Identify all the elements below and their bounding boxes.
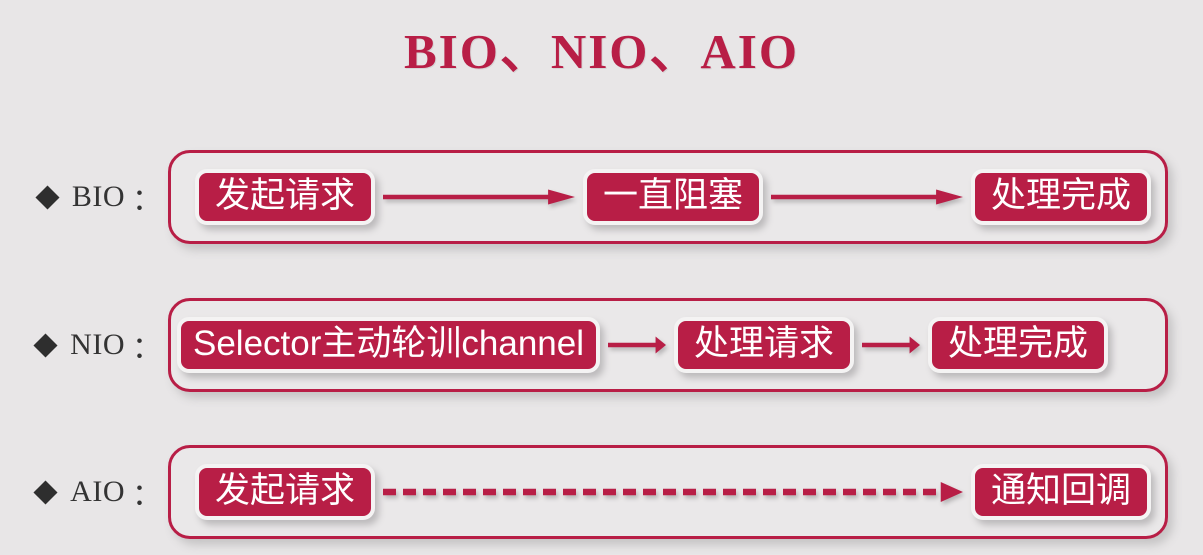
diamond-bullet-icon: [35, 184, 60, 210]
flow-node[interactable]: 处理请求: [674, 316, 855, 374]
row-label-text: AIO: [70, 475, 125, 508]
arrow-solid-icon: [383, 186, 575, 208]
row-label-text: NIO: [70, 328, 125, 361]
row-label-bio: BIO ：: [0, 175, 168, 219]
arrow-solid-icon: [862, 334, 921, 356]
diamond-bullet-icon: [33, 332, 58, 358]
flow-node[interactable]: 处理完成: [971, 168, 1152, 226]
arrow-solid-icon: [771, 186, 963, 208]
flow-node[interactable]: 处理完成: [928, 316, 1109, 374]
arrow-solid-icon: [608, 334, 666, 356]
flow-node[interactable]: 一直阻塞: [583, 168, 764, 226]
flow-row-aio: AIO ： 发起请求 通知回调: [0, 445, 1203, 539]
row-label-colon: ：: [132, 184, 162, 217]
flow-row-nio: NIO ： Selector主动轮训channel 处理请求 处理完成: [0, 298, 1203, 392]
row-label-nio: NIO ：: [0, 323, 168, 367]
flow-container-bio: 发起请求 一直阻塞 处理完成: [168, 150, 1168, 244]
row-label-text: BIO: [71, 180, 125, 213]
flow-container-nio: Selector主动轮训channel 处理请求 处理完成: [168, 298, 1168, 392]
flow-node[interactable]: Selector主动轮训channel: [177, 316, 600, 374]
arrow-dashed-icon: [383, 481, 963, 503]
flow-node[interactable]: 通知回调: [970, 463, 1151, 521]
flow-node[interactable]: 发起请求: [195, 168, 376, 226]
row-label-aio: AIO ：: [0, 470, 168, 514]
flow-container-aio: 发起请求 通知回调: [168, 445, 1168, 539]
page-title: BIO、NIO、AIO: [403, 24, 799, 79]
row-label-colon: ：: [132, 332, 162, 365]
diamond-bullet-icon: [33, 479, 58, 505]
flow-node[interactable]: 发起请求: [195, 463, 376, 521]
flow-row-bio: BIO ： 发起请求 一直阻塞 处理完成: [0, 150, 1203, 244]
row-label-colon: ：: [132, 479, 162, 512]
